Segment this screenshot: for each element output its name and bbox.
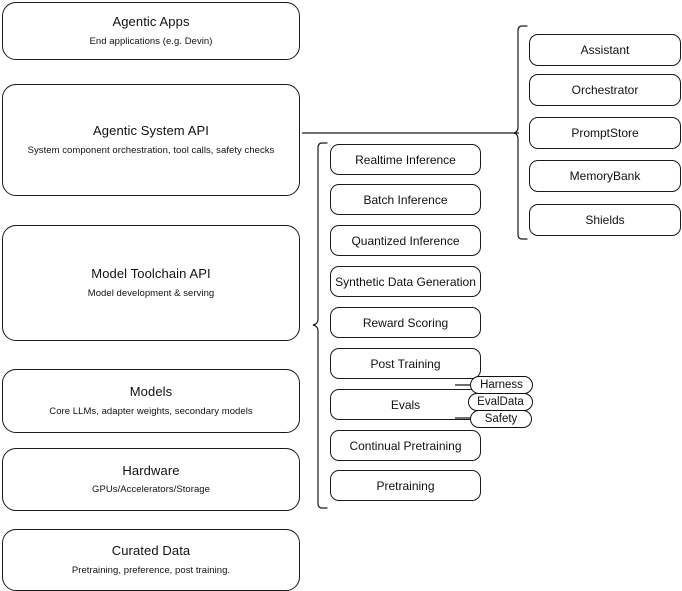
toolchain-component-batch-inference[interactable]: Batch Inference — [330, 184, 481, 215]
stack-layer-curated-data[interactable]: Curated Data Pretraining, preference, po… — [2, 529, 300, 591]
agentic-component-shields[interactable]: Shields — [529, 204, 681, 236]
agentic-component-assistant[interactable]: Assistant — [529, 34, 681, 66]
layer-subtitle: Core LLMs, adapter weights, secondary mo… — [49, 405, 253, 417]
evals-subcomponent-harness[interactable]: Harness — [470, 376, 533, 394]
toolchain-component-synthetic-data-generation[interactable]: Synthetic Data Generation — [330, 266, 481, 297]
layer-title: Curated Data — [111, 543, 191, 559]
toolchain-component-realtime-inference[interactable]: Realtime Inference — [330, 144, 481, 175]
component-label: Quantized Inference — [351, 233, 460, 248]
evals-subcomponent-safety[interactable]: Safety — [470, 410, 532, 428]
subcomponent-label: Harness — [480, 379, 523, 391]
component-label: Shields — [585, 213, 625, 227]
component-label: Realtime Inference — [355, 152, 456, 167]
layer-subtitle: GPUs/Accelerators/Storage — [92, 484, 210, 496]
toolchain-component-reward-scoring[interactable]: Reward Scoring — [330, 307, 481, 338]
stack-layer-agentic-apps[interactable]: Agentic Apps End applications (e.g. Devi… — [2, 2, 300, 60]
component-label: Assistant — [580, 43, 630, 57]
layer-title: Hardware — [122, 462, 180, 478]
layer-subtitle: Model development & serving — [87, 287, 215, 299]
agentic-component-promptstore[interactable]: PromptStore — [529, 117, 681, 149]
layer-subtitle: System component orchestration, tool cal… — [27, 144, 275, 156]
toolchain-component-pretraining[interactable]: Pretraining — [330, 470, 481, 501]
agentic-component-orchestrator[interactable]: Orchestrator — [529, 74, 681, 106]
component-label: MemoryBank — [569, 169, 641, 183]
stack-layer-hardware[interactable]: Hardware GPUs/Accelerators/Storage — [2, 448, 300, 511]
stack-layer-model-toolchain-api[interactable]: Model Toolchain API Model development & … — [2, 225, 300, 341]
component-label: Reward Scoring — [362, 315, 449, 330]
component-label: Orchestrator — [571, 83, 639, 97]
evals-subcomponent-evaldata[interactable]: EvalData — [468, 393, 533, 411]
toolchain-component-post-training[interactable]: Post Training — [330, 348, 481, 379]
component-label: Continual Pretraining — [349, 438, 462, 453]
toolchain-component-quantized-inference[interactable]: Quantized Inference — [330, 225, 481, 256]
layer-title: Model Toolchain API — [91, 266, 211, 282]
component-label: Synthetic Data Generation — [335, 274, 476, 289]
toolchain-component-continual-pretraining[interactable]: Continual Pretraining — [330, 430, 481, 461]
layer-subtitle: Pretraining, preference, post training. — [71, 564, 231, 576]
component-label: Batch Inference — [363, 192, 448, 207]
component-label: PromptStore — [571, 126, 639, 140]
layer-title: Models — [129, 384, 173, 400]
layer-subtitle: End applications (e.g. Devin) — [89, 35, 213, 47]
component-label: Post Training — [370, 356, 441, 371]
toolchain-component-evals[interactable]: Evals — [330, 389, 481, 420]
component-label: Pretraining — [376, 478, 435, 493]
layer-title: Agentic Apps — [112, 14, 190, 30]
subcomponent-label: EvalData — [477, 396, 524, 408]
stack-layer-agentic-system-api[interactable]: Agentic System API System component orch… — [2, 84, 300, 196]
component-label: Evals — [390, 397, 421, 412]
agentic-component-memorybank[interactable]: MemoryBank — [529, 160, 681, 192]
stack-layer-models[interactable]: Models Core LLMs, adapter weights, secon… — [2, 369, 300, 433]
layer-title: Agentic System API — [93, 123, 209, 139]
subcomponent-label: Safety — [484, 413, 518, 425]
